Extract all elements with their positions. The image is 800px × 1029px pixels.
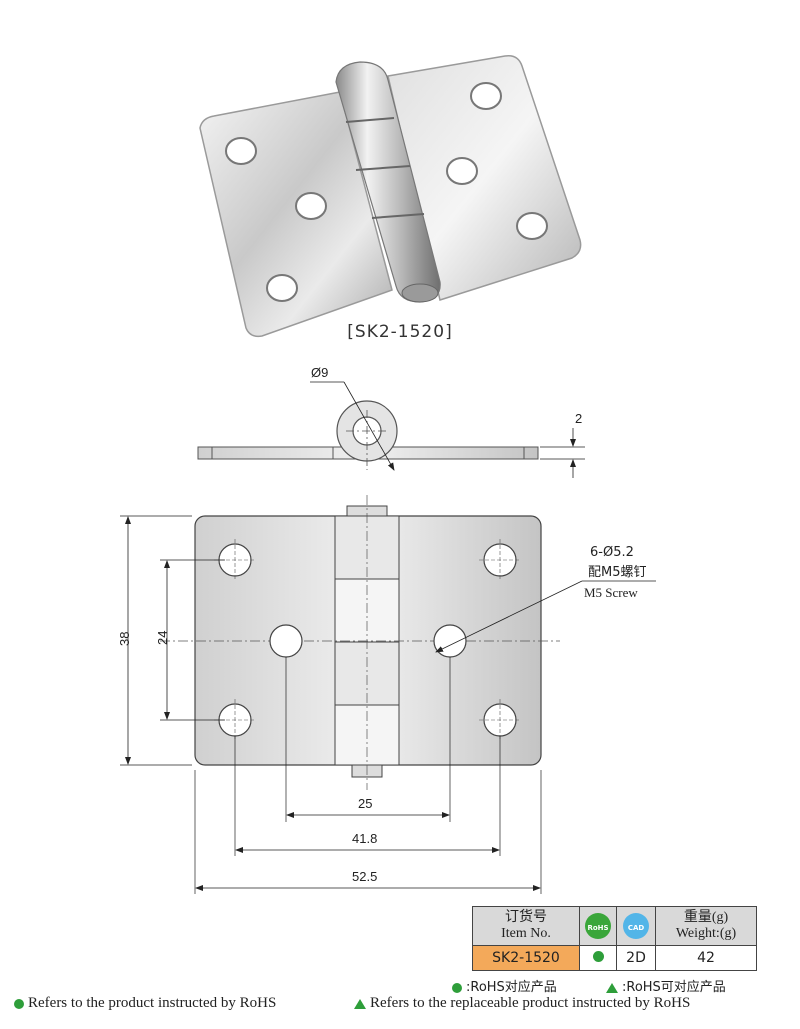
weight-header-en: Weight:(g) [675, 926, 737, 941]
outer-spacing-label: 41.8 [352, 831, 377, 846]
legend-replaceable-cn-text: :RoHS可对应产品 [622, 980, 726, 995]
screw-en-label: M5 Screw [584, 585, 638, 600]
legend-rohs-cn-text: :RoHS对应产品 [466, 980, 557, 995]
weight-cell: 42 [655, 945, 757, 971]
side-view: Ø9 2 [197, 365, 585, 478]
top-view: 38 24 25 41.8 52.5 6-Ø5.2 配M5螺钉 [117, 495, 656, 894]
width-dim-label: 52.5 [352, 869, 377, 884]
thickness-label: 2 [575, 411, 582, 426]
spec-table: 订货号 Item No. RoHS CAD 重量(g) Weight:(g) S… [472, 906, 757, 971]
rohs-cell [579, 945, 617, 971]
legend-rohs-en-text: Refers to the product instructed by RoHS [28, 995, 277, 1011]
cad-header: CAD [616, 906, 656, 946]
green-dot-icon [14, 998, 24, 1009]
weight-header-cn: 重量(g) [683, 910, 729, 925]
rohs-header: RoHS [579, 906, 617, 946]
rohs-dot-icon [592, 951, 604, 962]
item-no-cell: SK2-1520 [472, 945, 580, 971]
height-dim-label: 38 [117, 632, 132, 646]
rohs-icon: RoHS [585, 913, 611, 939]
legend-rohs-cn: :RoHS对应产品 [452, 976, 557, 995]
screw-cn-label: 配M5螺钉 [588, 565, 647, 580]
product-caption: [SK2-1520] [347, 322, 453, 342]
legend-replaceable-cn: :RoHS可对应产品 [606, 976, 726, 995]
item-header-en: Item No. [501, 926, 551, 941]
pin-diameter-label: Ø9 [311, 365, 328, 380]
inner-spacing-label: 25 [358, 796, 372, 811]
legend-replaceable-en: Refers to the replaceable product instru… [354, 995, 690, 1012]
green-triangle-icon [354, 998, 366, 1009]
green-triangle-icon [606, 982, 618, 993]
item-header: 订货号 Item No. [472, 906, 580, 946]
cad-icon: CAD [623, 913, 649, 939]
item-header-cn: 订货号 [505, 910, 547, 925]
legend-rohs-en: Refers to the product instructed by RoHS [14, 995, 276, 1012]
cad-cell: 2D [616, 945, 656, 971]
green-dot-icon [452, 982, 462, 993]
hinge-photo [199, 54, 582, 338]
weight-header: 重量(g) Weight:(g) [655, 906, 757, 946]
legend-replaceable-en-text: Refers to the replaceable product instru… [370, 995, 691, 1011]
vertical-spacing-label: 24 [155, 631, 170, 645]
hole-spec-label: 6-Ø5.2 [590, 545, 634, 560]
